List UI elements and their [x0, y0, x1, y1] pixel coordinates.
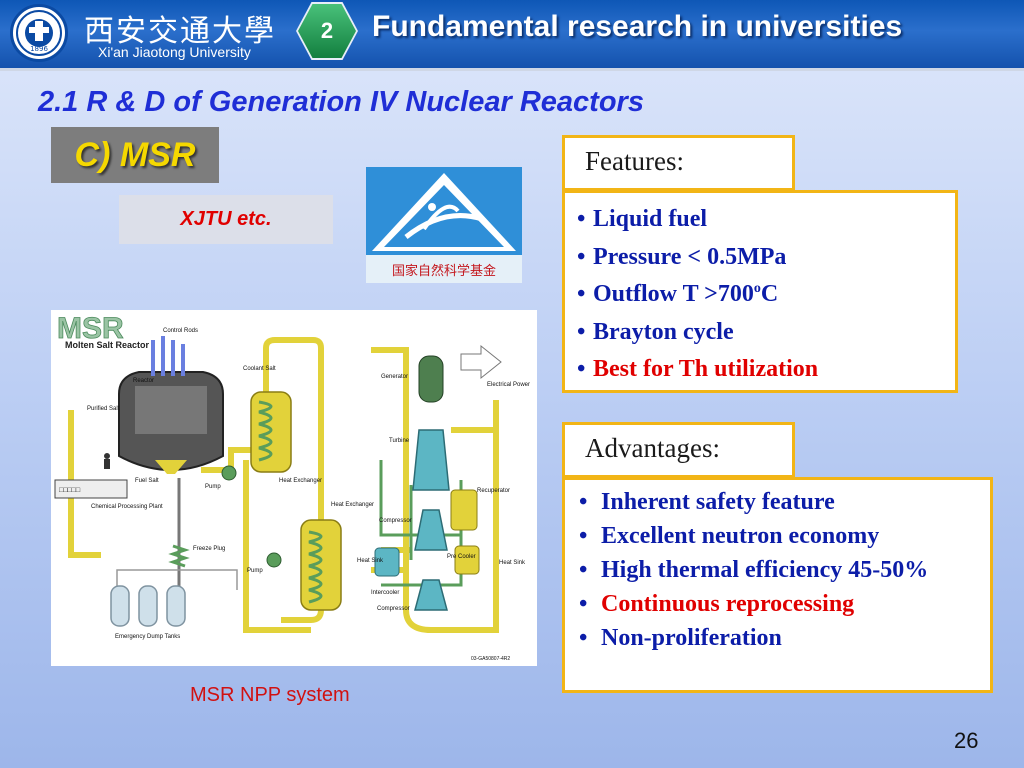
- label-intercooler: Intercooler: [371, 590, 399, 596]
- feature-item: Pressure < 0.5MPa: [565, 239, 955, 277]
- xjtu-label: XJTU etc.: [119, 195, 333, 244]
- heat-exchanger-2: [300, 519, 342, 611]
- label-electrical-power: Electrical Power: [487, 382, 530, 388]
- label-chemical-plant: Chemical Processing Plant: [91, 504, 163, 510]
- recuperator: [450, 489, 478, 531]
- msr-heading: C) MSR: [51, 127, 219, 183]
- label-control-rods: Control Rods: [163, 328, 198, 334]
- diagram-caption: MSR NPP system: [190, 684, 350, 706]
- advantage-item: Non-proliferation: [565, 621, 978, 655]
- pre-cooler: [454, 545, 480, 575]
- label-coolant-salt: Coolant Salt: [243, 366, 276, 372]
- label-purified-salt: Purified Salt: [87, 406, 120, 412]
- university-name-en: Xi'an Jiaotong University: [98, 44, 251, 60]
- reactor-vessel: [118, 336, 224, 474]
- feature-item: Liquid fuel: [565, 201, 955, 239]
- slide-header: 1896 西安交通大學 Xi'an Jiaotong University 2 …: [0, 0, 1024, 71]
- label-heat-exchanger-2: Heat Exchanger: [331, 502, 374, 508]
- turbine-compressor-train: [412, 429, 450, 611]
- chemical-plant-box: [54, 479, 128, 499]
- diagram-title: MSR: [57, 312, 124, 345]
- university-seal-icon: 1896: [10, 4, 68, 62]
- chemical-plant-box-text: □□□□□: [59, 487, 81, 494]
- advantage-item: Excellent neutron economy: [565, 519, 978, 553]
- label-freeze-plug: Freeze Plug: [193, 546, 225, 552]
- advantages-box: Inherent safety feature Excellent neutro…: [562, 477, 993, 693]
- label-compressor-2: Compressor: [377, 606, 410, 612]
- label-pre-cooler: Pre Cooler: [447, 554, 476, 560]
- header-title: Fundamental research in universities: [372, 10, 903, 43]
- advantage-item: Inherent safety feature: [565, 485, 978, 519]
- pump-icon: [266, 552, 282, 568]
- advantage-item-highlight: Continuous reprocessing: [565, 587, 978, 621]
- feature-item-highlight: Best for Th utilization: [565, 351, 955, 389]
- label-compressor-1: Compressor: [379, 518, 412, 524]
- label-heat-exchanger-1: Heat Exchanger: [279, 478, 322, 484]
- label-turbine: Turbine: [389, 438, 410, 444]
- diagram-subtitle: Molten Salt Reactor: [65, 340, 150, 350]
- generator: [418, 355, 444, 403]
- label-pump-2: Pump: [247, 568, 263, 574]
- label-reactor: Reactor: [133, 378, 154, 384]
- pump-icon: [221, 465, 237, 481]
- label-heat-sink-1: Heat Sink: [357, 558, 384, 564]
- label-heat-sink-2: Heat Sink: [499, 560, 526, 566]
- advantages-heading: Advantages:: [585, 433, 720, 463]
- freeze-plug: [168, 544, 190, 568]
- operator-figure-icon: [104, 453, 110, 469]
- emergency-dump-tanks: [110, 569, 238, 627]
- features-list: Liquid fuel Pressure < 0.5MPa Outflow T …: [565, 201, 955, 389]
- advantages-heading-box: Advantages:: [562, 422, 795, 478]
- intercooler: [374, 547, 400, 577]
- feature-item: Outflow T >700oC: [565, 276, 955, 314]
- advantages-list: Inherent safety feature Excellent neutro…: [565, 485, 978, 655]
- nsfc-triangle-icon: [372, 173, 516, 251]
- msr-system-diagram: MSR Molten Salt Reactor: [51, 310, 537, 666]
- label-generator: Generator: [381, 374, 408, 380]
- label-diagram-code: 03-GA50807-4R2: [471, 656, 510, 662]
- coolant-piping: [68, 337, 499, 633]
- nsfc-label: 国家自然科学基金: [366, 255, 522, 283]
- nsfc-logo: 国家自然科学基金: [366, 167, 522, 283]
- label-dump-tanks: Emergency Dump Tanks: [115, 634, 180, 640]
- electrical-power-arrow-icon: [460, 344, 502, 380]
- features-box: Liquid fuel Pressure < 0.5MPa Outflow T …: [562, 190, 958, 393]
- feature-item: Brayton cycle: [565, 314, 955, 352]
- features-heading-box: Features:: [562, 135, 795, 191]
- features-heading: Features:: [585, 146, 684, 176]
- page-number: 26: [954, 728, 979, 753]
- seal-year: 1896: [30, 45, 48, 53]
- label-recuperator: Recuperator: [477, 488, 510, 494]
- university-name-cn: 西安交通大學: [84, 14, 276, 49]
- slide-subtitle: 2.1 R & D of Generation IV Nuclear React…: [38, 86, 644, 118]
- label-fuel-salt: Fuel Salt: [135, 478, 159, 484]
- advantage-item: High thermal efficiency 45-50%: [565, 553, 978, 587]
- heat-exchanger-1: [250, 391, 292, 473]
- label-pump-1: Pump: [205, 484, 221, 490]
